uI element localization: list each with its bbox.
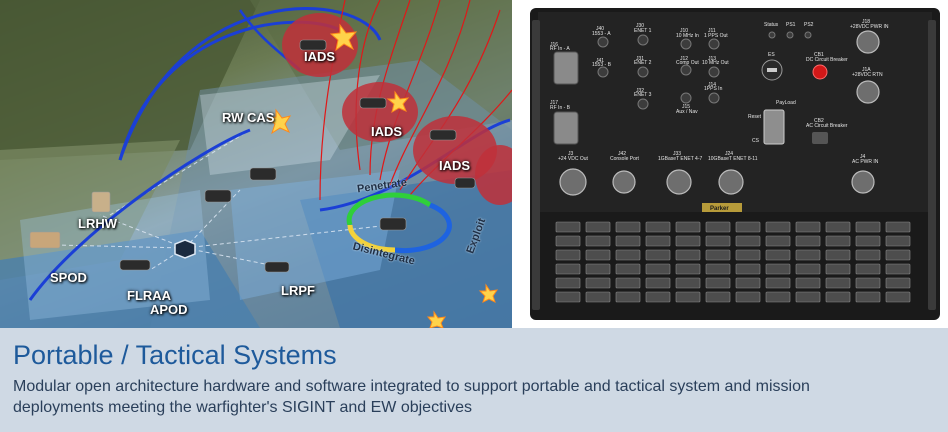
caption-title: Portable / Tactical Systems bbox=[13, 340, 337, 370]
j15-sub-label: Aux / Nav bbox=[676, 109, 698, 115]
status-label: Status bbox=[764, 22, 779, 28]
j15-label: J15 bbox=[682, 104, 690, 110]
ps1-label: PS1 bbox=[786, 22, 796, 28]
j24-sub-label: 10GBaseT ENET 8-11 bbox=[708, 156, 758, 162]
j17-sub-label: RF In - B bbox=[550, 105, 571, 111]
j1a-sub-label: +28VDC RTN bbox=[852, 72, 883, 78]
j4-label: J4 bbox=[860, 154, 866, 160]
j11-label: J11 bbox=[708, 28, 716, 34]
j14-sub-label: 1PPS In bbox=[704, 86, 723, 92]
reset-label: Reset bbox=[748, 114, 762, 120]
cb2-label: CB2 bbox=[814, 118, 824, 124]
j42-label: J42 bbox=[618, 151, 626, 157]
j13-label: J13 bbox=[708, 56, 716, 62]
iads-label-1: IADS bbox=[304, 49, 336, 64]
iads-label-3: IADS bbox=[439, 158, 471, 173]
rw-cas-label: RW CAS bbox=[222, 110, 275, 125]
j10-label: J10 bbox=[680, 28, 688, 34]
j33-sub-label: 1GBaseT ENET 4-7 bbox=[658, 156, 702, 162]
j42-sub-label: Console Port bbox=[610, 156, 640, 162]
battlespace-map-graphic bbox=[0, 0, 512, 328]
j40-label: J40 bbox=[596, 26, 604, 32]
j41-label: J41 bbox=[596, 58, 604, 64]
j18-label: J18 bbox=[862, 19, 870, 25]
es-label: ES bbox=[768, 52, 775, 58]
flraa-label: FLRAA bbox=[127, 288, 172, 303]
ps2-label: PS2 bbox=[804, 22, 814, 28]
cb2-sub-label: AC Circuit Breaker bbox=[806, 123, 848, 129]
lrpf-label: LRPF bbox=[281, 283, 315, 298]
cs-label: CS bbox=[752, 138, 760, 144]
j31-sub-label: ENET 2 bbox=[634, 60, 652, 66]
j30-sub-label: ENET 1 bbox=[634, 28, 652, 34]
j12-label: J12 bbox=[680, 56, 688, 62]
j12-sub-label: Comp Out bbox=[676, 60, 699, 66]
apod-label: APOD bbox=[150, 302, 188, 317]
j32-sub-label: ENET 3 bbox=[634, 92, 652, 98]
iads-label-2: IADS bbox=[371, 124, 403, 139]
j3-sub-label: +24 VDC Out bbox=[558, 156, 588, 162]
parker-brand-label: Parker bbox=[710, 206, 729, 212]
j33-label: J33 bbox=[673, 151, 681, 157]
j24-label: J24 bbox=[725, 151, 733, 157]
j1a-label: J1A bbox=[862, 67, 871, 73]
j40-sub-label: 1553 - A bbox=[592, 31, 611, 37]
j4-sub-label: AC PWR IN bbox=[852, 159, 879, 165]
j14-label: J14 bbox=[708, 82, 716, 88]
hardware-chassis-image: J16 RF In - A J17 RF In - B J40 1553 - A… bbox=[516, 0, 948, 328]
cb1-label: CB1 bbox=[814, 52, 824, 58]
spod-label: SPOD bbox=[50, 270, 87, 285]
battlespace-map-image: IADS IADS IADS RW CAS LRHW SPOD FLRAA AP… bbox=[0, 0, 512, 328]
j32-label: J32 bbox=[636, 88, 644, 94]
j16-label: J16 bbox=[550, 42, 558, 48]
j30-label: J30 bbox=[636, 23, 644, 29]
lrhw-label: LRHW bbox=[78, 216, 117, 231]
caption-panel: Portable / Tactical Systems Modular open… bbox=[0, 328, 948, 432]
j11-sub-label: 1 PPS Out bbox=[704, 33, 728, 39]
j31-label: J31 bbox=[636, 56, 644, 62]
j41-sub-label: 1553 - B bbox=[592, 62, 612, 68]
j3-label: J3 bbox=[568, 151, 574, 157]
j17-label: J17 bbox=[550, 100, 558, 106]
j13-sub-label: 10 MHz Out bbox=[702, 60, 729, 66]
hardware-chassis-graphic: J16 RF In - A J17 RF In - B J40 1553 - A… bbox=[530, 8, 940, 320]
payload-label: PayLoad bbox=[776, 100, 796, 106]
j18-sub-label: +28VDC PWR IN bbox=[850, 24, 889, 30]
cb1-sub-label: DC Circuit Breaker bbox=[806, 57, 848, 63]
caption-body: Modular open architecture hardware and s… bbox=[13, 378, 810, 416]
j10-sub-label: 10 MHz In bbox=[676, 33, 699, 39]
j16-sub-label: RF In - A bbox=[550, 46, 570, 52]
